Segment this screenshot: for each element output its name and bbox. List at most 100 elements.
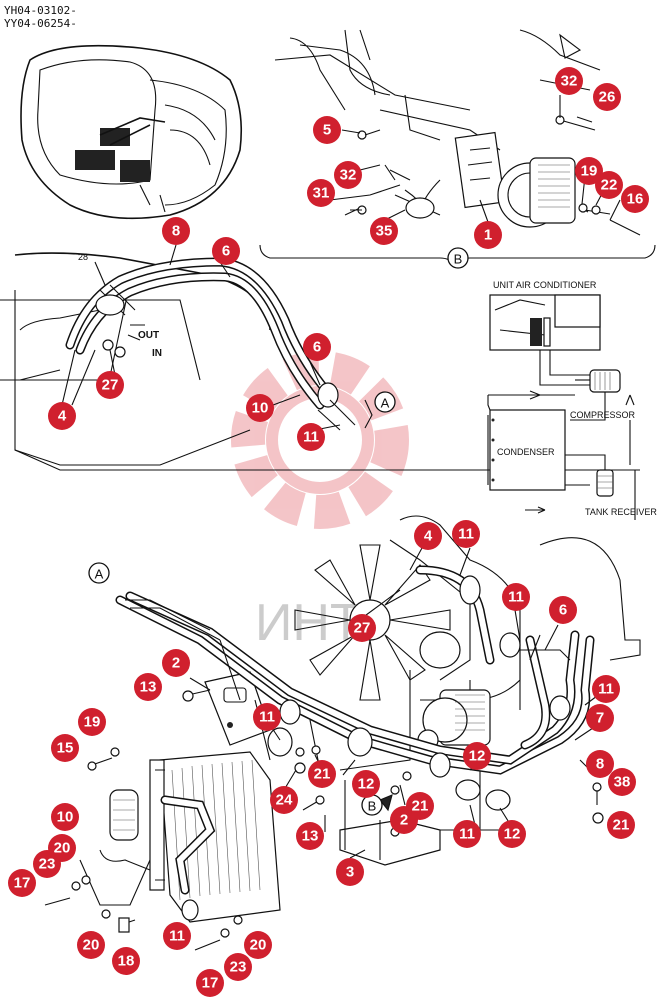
- svg-text:20: 20: [83, 937, 100, 954]
- callout-17-bottom[interactable]: 17: [196, 969, 224, 997]
- port-out-label: OUT: [138, 330, 159, 341]
- callout-20-c[interactable]: 20: [244, 931, 272, 959]
- svg-text:11: 11: [169, 928, 185, 945]
- svg-text:7: 7: [596, 710, 604, 727]
- svg-text:20: 20: [54, 840, 71, 857]
- callout-19-bottom[interactable]: 19: [78, 708, 106, 736]
- callout-12-b[interactable]: 12: [352, 770, 380, 798]
- svg-text:35: 35: [376, 223, 393, 240]
- callout-6-mid[interactable]: 6: [303, 333, 331, 361]
- svg-text:2: 2: [172, 655, 180, 672]
- callout-4-top[interactable]: 4: [48, 402, 76, 430]
- callout-4-bottom[interactable]: 4: [414, 522, 442, 550]
- callout-11-g[interactable]: 11: [163, 922, 191, 950]
- callout-12-a[interactable]: 12: [463, 742, 491, 770]
- callout-15[interactable]: 15: [51, 734, 79, 762]
- callout-23-b[interactable]: 23: [224, 953, 252, 981]
- callout-11-a[interactable]: 11: [297, 423, 325, 451]
- svg-text:20: 20: [250, 937, 267, 954]
- callout-21-c[interactable]: 21: [607, 811, 635, 839]
- svg-text:19: 19: [581, 163, 598, 180]
- callout-32-left[interactable]: 32: [334, 161, 362, 189]
- callout-18[interactable]: 18: [112, 947, 140, 975]
- callout-20-b[interactable]: 20: [77, 931, 105, 959]
- callout-11-c[interactable]: 11: [502, 583, 530, 611]
- svg-text:11: 11: [508, 589, 524, 606]
- callout-13-top[interactable]: 13: [134, 673, 162, 701]
- svg-text:15: 15: [57, 740, 74, 757]
- schematic-unit-label: UNIT AIR CONDITIONER: [493, 280, 597, 290]
- svg-text:21: 21: [412, 798, 429, 815]
- callout-19-top[interactable]: 19: [575, 157, 603, 185]
- callout-7[interactable]: 7: [586, 704, 614, 732]
- svg-text:11: 11: [598, 681, 614, 698]
- serial-range-2: YY04-06254-: [4, 17, 77, 30]
- callout-1[interactable]: 1: [474, 221, 502, 249]
- svg-text:17: 17: [202, 975, 219, 992]
- view-a-marker-top: A: [374, 391, 396, 413]
- svg-text:8: 8: [596, 756, 604, 773]
- callout-32-top[interactable]: 32: [555, 67, 583, 95]
- callout-21-b[interactable]: 21: [406, 792, 434, 820]
- callout-23-a[interactable]: 23: [33, 850, 61, 878]
- serial-range-1: YH04-03102-: [4, 4, 77, 17]
- callout-13-bottom[interactable]: 13: [296, 822, 324, 850]
- callout-21-a[interactable]: 21: [308, 760, 336, 788]
- callout-11-b[interactable]: 11: [452, 520, 480, 548]
- callout-24[interactable]: 24: [270, 786, 298, 814]
- callout-10-bottom[interactable]: 10: [51, 803, 79, 831]
- view-b-marker-top: B: [447, 247, 469, 269]
- schematic-condenser-label: CONDENSER: [497, 447, 555, 457]
- svg-text:10: 10: [252, 400, 269, 417]
- callout-31[interactable]: 31: [307, 179, 335, 207]
- callout-8-top[interactable]: 8: [162, 217, 190, 245]
- callout-22[interactable]: 22: [595, 171, 623, 199]
- svg-text:B: B: [368, 799, 377, 814]
- callout-27-bottom[interactable]: 27: [348, 614, 376, 642]
- engine-condenser-assembly: [44, 515, 641, 951]
- callout-26[interactable]: 26: [593, 83, 621, 111]
- svg-text:12: 12: [504, 826, 521, 843]
- callout-5[interactable]: 5: [313, 116, 341, 144]
- watermark-text: ИНТ: [255, 594, 362, 652]
- callout-10-top[interactable]: 10: [246, 394, 274, 422]
- cab-thumbnail: [20, 44, 243, 220]
- callout-group: 1 2 2 3 4 4 5 6 6 6 7 8 8 10 10 11 11 11…: [8, 67, 649, 997]
- svg-text:21: 21: [314, 766, 331, 783]
- callout-11-e[interactable]: 11: [253, 703, 281, 731]
- callout-38[interactable]: 38: [608, 768, 636, 796]
- svg-text:A: A: [95, 567, 104, 582]
- svg-text:6: 6: [313, 339, 321, 356]
- callout-35[interactable]: 35: [370, 217, 398, 245]
- svg-text:32: 32: [561, 73, 578, 90]
- callout-11-d[interactable]: 11: [592, 675, 620, 703]
- callout-6-bottom[interactable]: 6: [549, 596, 577, 624]
- svg-text:23: 23: [230, 959, 247, 976]
- callout-3[interactable]: 3: [336, 858, 364, 886]
- svg-text:17: 17: [14, 875, 31, 892]
- callout-12-c[interactable]: 12: [498, 820, 526, 848]
- refrigerant-schematic: [487, 294, 636, 520]
- svg-text:31: 31: [313, 185, 330, 202]
- svg-text:19: 19: [84, 714, 101, 731]
- svg-text:24: 24: [276, 792, 293, 809]
- callout-6-top[interactable]: 6: [212, 237, 240, 265]
- view-b-marker-bottom: B: [361, 794, 383, 816]
- schematic-receiver-label: TANK RECEIVER: [585, 507, 657, 517]
- callout-27-top[interactable]: 27: [96, 371, 124, 399]
- svg-text:B: B: [454, 252, 463, 267]
- svg-text:23: 23: [39, 856, 56, 873]
- svg-text:4: 4: [58, 408, 67, 425]
- callout-2-top[interactable]: 2: [162, 649, 190, 677]
- callout-16[interactable]: 16: [621, 185, 649, 213]
- svg-text:27: 27: [102, 377, 119, 394]
- compressor-assembly-view-b: [259, 29, 656, 266]
- svg-text:11: 11: [303, 429, 319, 446]
- svg-text:38: 38: [614, 774, 631, 791]
- svg-text:3: 3: [346, 864, 354, 881]
- callout-17-left[interactable]: 17: [8, 869, 36, 897]
- callout-8-bottom[interactable]: 8: [586, 750, 614, 778]
- svg-text:16: 16: [627, 191, 644, 208]
- callout-11-f[interactable]: 11: [453, 820, 481, 848]
